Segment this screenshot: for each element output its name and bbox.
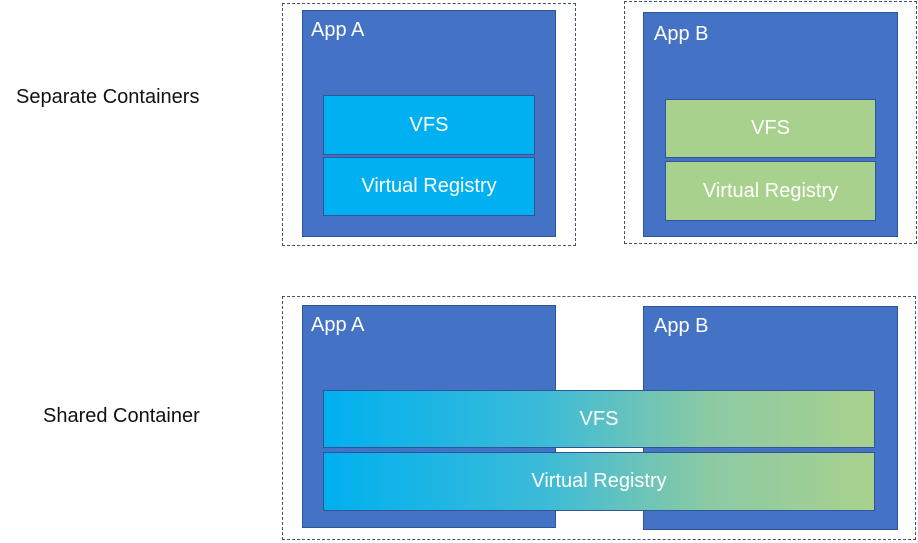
app-b-title: App B [654,23,709,45]
shared-vfs-layer: VFS [323,390,875,448]
shared-app-a-title: App A [311,314,365,336]
app-a-vfs-label: VFS [409,113,449,136]
shared-vfs-label: VFS [579,407,619,430]
shared-container-label: Shared Container [43,405,200,427]
app-b-vfs-label: VFS [751,117,790,139]
container-b-boundary [624,1,917,244]
shared-app-b-title: App B [654,315,709,337]
container-a-boundary [282,3,576,246]
app-a-registry-label: Virtual Registry [361,175,497,197]
separate-containers-label: Separate Containers [16,86,200,108]
shared-registry-layer: Virtual Registry [323,452,875,511]
app-b-vfs-layer: VFS [665,99,876,158]
app-b-registry-label: Virtual Registry [702,179,839,202]
shared-registry-label: Virtual Registry [531,470,667,492]
app-a-vfs-layer: VFS [323,95,535,155]
app-a-registry-layer: Virtual Registry [323,157,535,216]
shared-container-boundary [282,296,916,540]
app-b-registry-layer: Virtual Registry [665,161,876,221]
app-a-title: App A [311,19,365,41]
